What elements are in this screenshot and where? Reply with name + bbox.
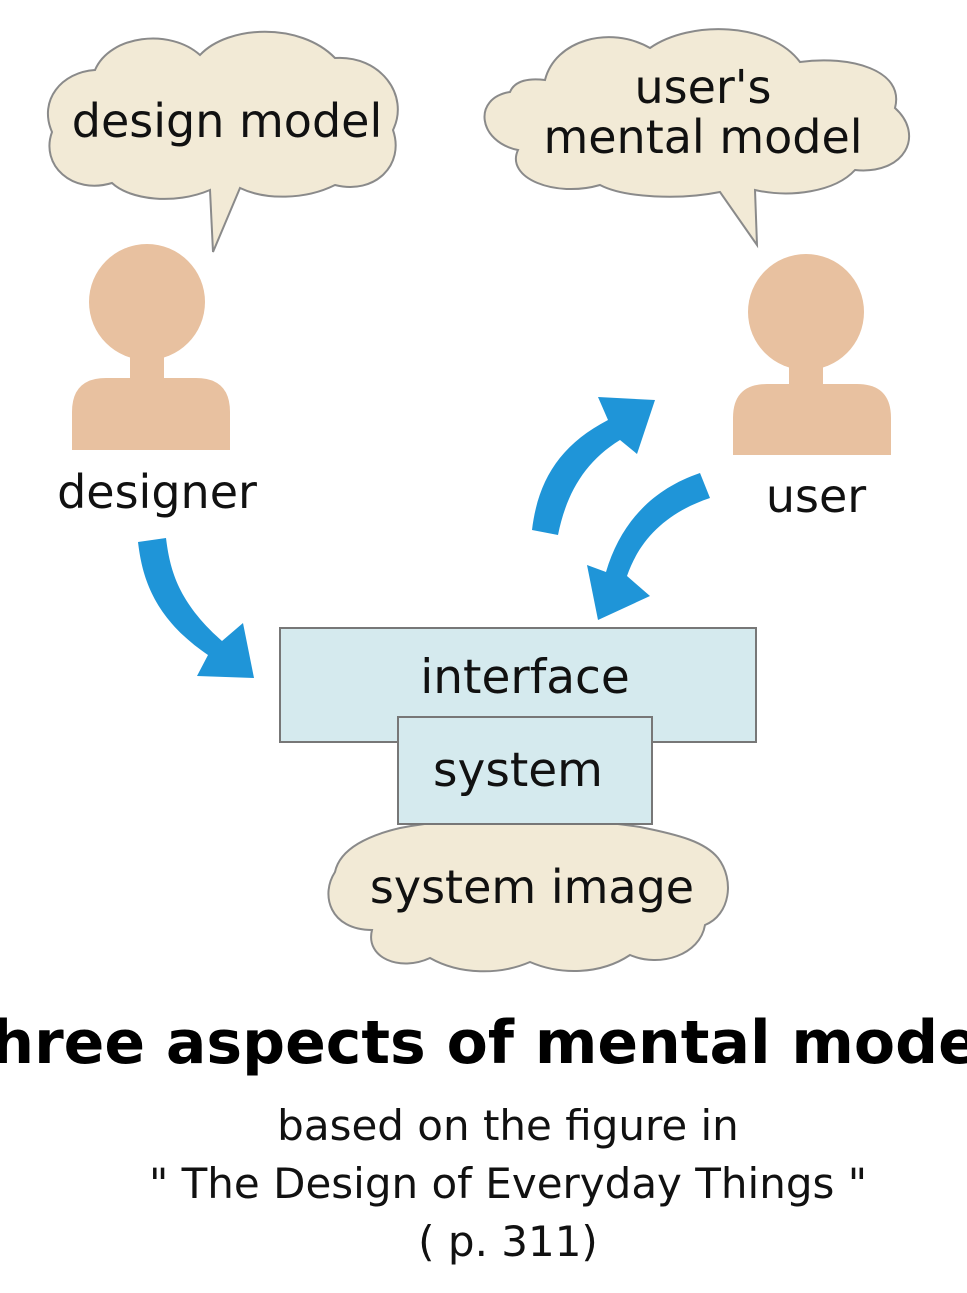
designer-body	[72, 378, 230, 450]
design-model-cloud: design model	[46, 30, 399, 253]
system-image-label: system image	[370, 860, 694, 914]
source-line-2: " The Design of Everyday Things "	[149, 1159, 867, 1208]
system-image-cloud: system image	[327, 817, 729, 973]
user-mental-model-cloud-shape	[483, 28, 911, 249]
diagram-title: three aspects of mental model	[0, 1008, 967, 1078]
user-mental-model-cloud: user's mental model	[483, 28, 911, 249]
designer-head	[89, 244, 205, 360]
source-line-3: ( p. 311)	[418, 1217, 598, 1266]
arrow-designer-to-interface	[138, 538, 254, 678]
user-label: user	[766, 469, 866, 523]
system-label: system	[433, 743, 603, 798]
user-head	[748, 254, 864, 370]
interface-label: interface	[420, 650, 630, 705]
user-body	[733, 384, 891, 455]
designer-label: designer	[57, 465, 257, 519]
system-box: system	[397, 716, 653, 825]
design-model-label: design model	[72, 94, 382, 148]
user-mental-model-line1: user's	[635, 60, 772, 114]
user-figure: user	[733, 254, 891, 523]
system-image-cloud-shape	[327, 817, 729, 973]
source-line-1: based on the figure in	[277, 1101, 739, 1150]
arrow-system-to-user	[532, 397, 655, 535]
arrow-user-to-interface	[587, 473, 710, 620]
design-model-cloud-shape	[46, 30, 399, 253]
user-mental-model-line2: mental model	[543, 110, 862, 164]
designer-figure: designer	[57, 244, 257, 519]
system-box-shape	[397, 716, 653, 825]
